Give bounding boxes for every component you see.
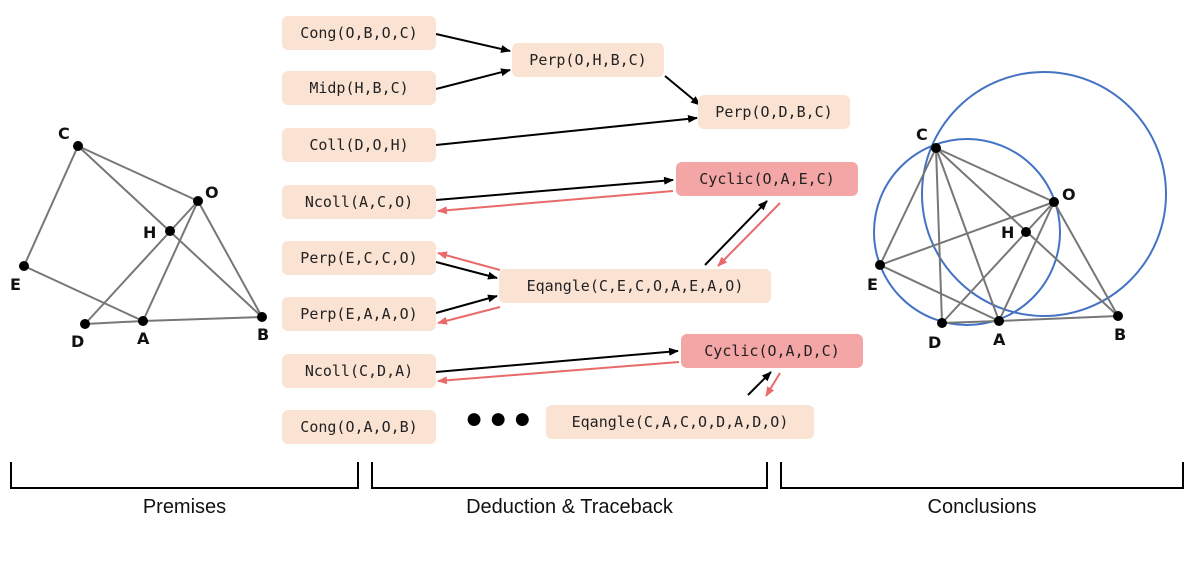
c-point-o — [1049, 197, 1059, 207]
section-label-premises: Premises — [142, 496, 227, 518]
bracket-premises — [10, 462, 359, 489]
c-label-c: C — [916, 125, 928, 144]
conclusions-circles — [873, 71, 1167, 326]
segment-ce — [23, 145, 79, 267]
trace-eqangle-to-perpeaao — [437, 306, 501, 325]
segment-od — [84, 200, 199, 325]
premise-box: Perp(E,C,C,O) — [282, 241, 436, 275]
premises-points — [19, 141, 267, 329]
c-segment-ab — [998, 315, 1119, 322]
c-point-d — [937, 318, 947, 328]
bracket-deduction — [371, 462, 768, 489]
conclusion-box: Cyclic(O,A,E,C) — [676, 162, 858, 196]
segment-da — [84, 320, 144, 325]
c-point-b — [1113, 311, 1123, 321]
c-segment-od — [941, 201, 1055, 324]
arrow-perp-to-perp — [664, 75, 701, 106]
section-brackets — [10, 462, 1184, 489]
c-segment-ca — [935, 147, 1000, 322]
c-point-e — [875, 260, 885, 270]
point-h — [165, 226, 175, 236]
arrow-ncoll-cda-to-cyclic — [435, 347, 679, 373]
point-c — [73, 141, 83, 151]
c-segment-cd — [935, 147, 943, 324]
c-segment-ea — [879, 264, 1000, 322]
arrow-perpeaao-to-eqangle — [435, 294, 498, 314]
circle-oaec — [873, 138, 1061, 326]
arrow-perpecco-to-eqangle — [435, 261, 498, 280]
c-segment-ob — [1053, 201, 1119, 317]
premise-box: Coll(D,O,H) — [282, 128, 436, 162]
arrow-eqangle2-to-cyclic — [747, 371, 772, 396]
arrow-cong-to-perp — [435, 33, 511, 53]
c-segment-da — [941, 320, 1000, 324]
point-d — [80, 319, 90, 329]
label-d: D — [71, 332, 84, 351]
segment-oa — [142, 200, 199, 322]
c-label-o: O — [1062, 185, 1076, 204]
c-point-c — [931, 143, 941, 153]
segment-co — [77, 145, 199, 202]
c-label-b: B — [1114, 325, 1126, 344]
c-point-a — [994, 316, 1004, 326]
arrow-eqangle-to-cyclic — [704, 200, 768, 266]
ellipsis-dots: ●●● — [465, 402, 538, 435]
segment-ea — [23, 265, 144, 322]
trace-cyclic-to-eqangle — [717, 202, 781, 267]
c-segment-eo — [879, 201, 1055, 266]
conclusions-points — [875, 143, 1123, 328]
c-segment-oa — [998, 201, 1055, 322]
intermediate-box: Perp(O,H,B,C) — [512, 43, 664, 77]
traceback-arrows — [437, 190, 781, 397]
circle-oadc — [921, 71, 1167, 317]
label-b: B — [257, 325, 269, 344]
premise-box: Midp(H,B,C) — [282, 71, 436, 105]
premises-point-labels: C O H E D A B — [10, 124, 269, 351]
c-segment-ce — [879, 147, 937, 266]
trace-cyclic-to-ncoll — [437, 190, 674, 215]
intermediate-box: Perp(O,D,B,C) — [698, 95, 850, 129]
premise-box: Cong(O,A,O,B) — [282, 410, 436, 444]
arrow-midp-to-perp — [435, 68, 511, 90]
segment-ab — [142, 316, 263, 322]
conclusions-point-labels: C O H E D A B — [867, 125, 1126, 352]
c-point-h — [1021, 227, 1031, 237]
bracket-conclusions — [780, 462, 1184, 489]
section-label-deduction: Deduction & Traceback — [466, 496, 673, 518]
label-e: E — [10, 275, 21, 294]
intermediate-box: Eqangle(C,E,C,O,A,E,A,O) — [499, 269, 771, 303]
label-h: H — [143, 223, 156, 242]
c-segment-co — [935, 147, 1055, 203]
arrow-ncoll-to-cyclic — [435, 176, 674, 201]
segment-ob — [197, 200, 263, 318]
point-a — [138, 316, 148, 326]
c-label-h: H — [1001, 223, 1014, 242]
trace-cyclic-to-ncoll-cda — [437, 361, 680, 385]
c-label-e: E — [867, 275, 878, 294]
section-label-conclusions: Conclusions — [927, 496, 1037, 518]
forward-arrows — [435, 33, 772, 396]
label-a: A — [137, 329, 150, 348]
conclusions-diagram — [879, 147, 1119, 324]
point-e — [19, 261, 29, 271]
trace-cyclic-to-eqangle2 — [765, 372, 781, 397]
conclusion-box: Cyclic(O,A,D,C) — [681, 334, 863, 368]
arrow-coll-to-perp — [435, 114, 698, 146]
point-b — [257, 312, 267, 322]
c-label-a: A — [993, 330, 1006, 349]
premise-box: Ncoll(C,D,A) — [282, 354, 436, 388]
trace-eqangle-to-perpecco — [437, 251, 501, 271]
intermediate-box: Eqangle(C,A,C,O,D,A,D,O) — [546, 405, 814, 439]
label-o: O — [205, 183, 219, 202]
label-c: C — [58, 124, 70, 143]
premise-box: Perp(E,A,A,O) — [282, 297, 436, 331]
premise-box: Cong(O,B,O,C) — [282, 16, 436, 50]
point-o — [193, 196, 203, 206]
c-label-d: D — [928, 333, 941, 352]
premise-box: Ncoll(A,C,O) — [282, 185, 436, 219]
